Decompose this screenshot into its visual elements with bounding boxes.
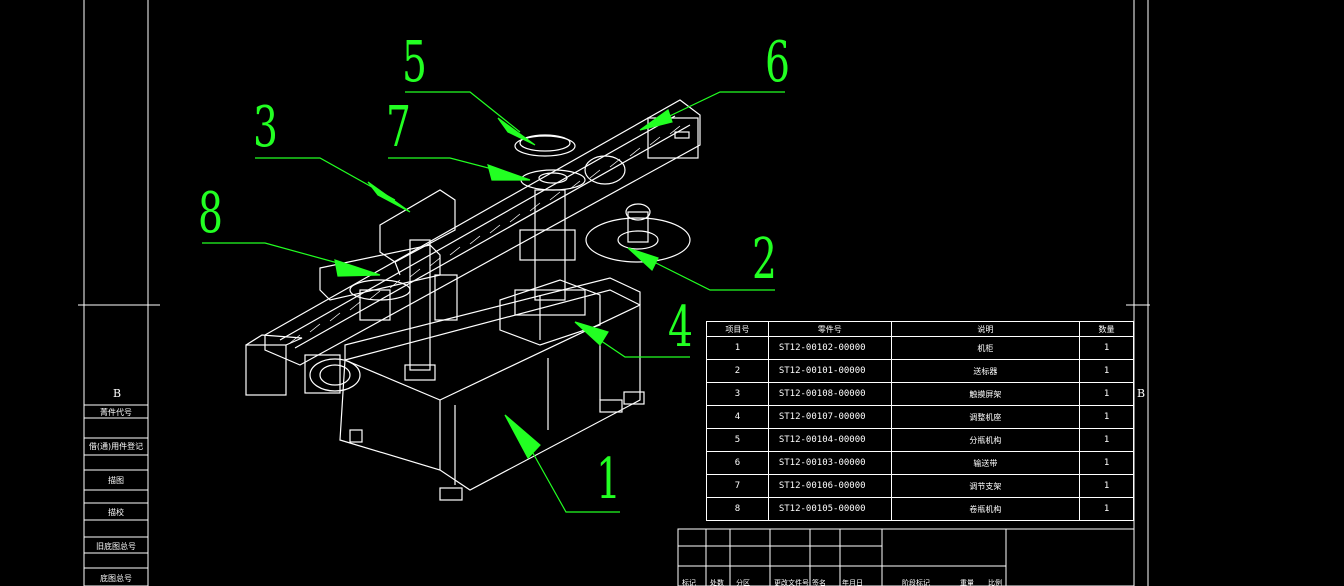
bom-qty: 1 — [1079, 474, 1134, 498]
side-label-3: 描校 — [108, 508, 124, 517]
bom-row: 5 ST12-00104-00000 分瓶机构 1 — [706, 428, 1134, 452]
callout-5: 5 — [402, 30, 427, 95]
arrowhead-3 — [367, 181, 411, 213]
bom-row: 2 ST12-00101-00000 送标器 1 — [706, 359, 1134, 383]
bom-item: 1 — [706, 336, 769, 360]
bom-qty: 1 — [1079, 497, 1134, 521]
bom-qty: 1 — [1079, 405, 1134, 429]
tb-date: 年月日 — [842, 579, 863, 586]
bom-qty: 1 — [1079, 359, 1134, 383]
bom-item: 3 — [706, 382, 769, 406]
tb-stage: 阶段标记 — [902, 579, 930, 586]
bom-desc: 机柜 — [890, 336, 1081, 360]
bom-desc: 触摸屏架 — [890, 382, 1081, 406]
bom-part: ST12-00106-00000 — [767, 474, 892, 498]
bom-qty: 1 — [1079, 428, 1134, 452]
callout-7: 7 — [386, 95, 411, 160]
bom-item: 2 — [706, 359, 769, 383]
bom-row: 8 ST12-00105-00000 卷瓶机构 1 — [706, 497, 1134, 521]
bom-desc: 调整机座 — [890, 405, 1081, 429]
bom-row: 4 ST12-00107-00000 调整机座 1 — [706, 405, 1134, 429]
bom-item: 5 — [706, 428, 769, 452]
callout-2: 2 — [752, 227, 777, 292]
drawing-frame — [78, 0, 1150, 586]
arrowhead-8 — [334, 259, 381, 277]
side-label-2: 描图 — [108, 476, 124, 485]
bom-row: 6 ST12-00103-00000 输送带 1 — [706, 451, 1134, 475]
side-label-1: 借(通)用件登记 — [88, 442, 144, 451]
conveyor — [264, 99, 701, 366]
machine-drawing — [245, 99, 701, 501]
bom-row: 7 ST12-00106-00000 调节支架 1 — [706, 474, 1134, 498]
bom-row: 1 ST12-00102-00000 机柜 1 — [706, 336, 1134, 360]
bom-header-row: 项目号 零件号 说明 数量 — [706, 321, 1134, 337]
adjust-base — [499, 279, 601, 346]
cabinet — [339, 289, 641, 491]
arrowhead-4 — [574, 321, 609, 346]
leader-6 — [654, 91, 785, 124]
callout-6: 6 — [765, 30, 790, 95]
zone-letter-left: B — [113, 387, 122, 400]
touch-screen — [379, 189, 456, 263]
rolling-mechanism — [319, 244, 441, 301]
bom-desc: 调节支架 — [890, 474, 1081, 498]
bom-desc: 输送带 — [890, 451, 1081, 475]
callout-3: 3 — [253, 95, 278, 160]
side-label-5: 底图总号 — [100, 574, 132, 583]
bom-item: 8 — [706, 497, 769, 521]
label-reel — [585, 217, 691, 263]
bom-header-desc: 说明 — [890, 321, 1081, 337]
leader-8 — [202, 242, 346, 266]
callout-8: 8 — [198, 181, 223, 246]
callout-leaders — [202, 91, 785, 513]
tb-count: 处数 — [710, 579, 724, 586]
bom-qty: 1 — [1079, 382, 1134, 406]
leader-1 — [519, 429, 620, 513]
bom-part: ST12-00108-00000 — [767, 382, 892, 406]
zone-letter-right: B — [1137, 387, 1146, 400]
leader-3 — [255, 157, 396, 201]
callout-4: 4 — [668, 295, 693, 360]
bom-part: ST12-00103-00000 — [767, 451, 892, 475]
bom-table: 项目号 零件号 说明 数量 1 ST12-00102-00000 机柜 1 2 … — [706, 321, 1134, 521]
bom-header-item: 项目号 — [706, 321, 769, 337]
title-block — [677, 528, 1135, 586]
bom-qty: 1 — [1079, 451, 1134, 475]
tb-weight: 重量 — [960, 579, 974, 586]
bom-row: 3 ST12-00108-00000 触摸屏架 1 — [706, 382, 1134, 406]
tb-mark: 标记 — [682, 579, 696, 586]
arrowhead-2 — [627, 247, 659, 271]
bom-part: ST12-00101-00000 — [767, 359, 892, 383]
bom-header-part: 零件号 — [767, 321, 892, 337]
bom-desc: 分瓶机构 — [890, 428, 1081, 452]
side-label-4: 旧底图总号 — [96, 542, 136, 551]
bom-part: ST12-00104-00000 — [767, 428, 892, 452]
motor — [309, 358, 361, 392]
arrowhead-1 — [504, 414, 541, 460]
bom-item: 7 — [706, 474, 769, 498]
arrowhead-5 — [497, 117, 536, 146]
tb-zone: 分区 — [736, 579, 750, 586]
bom-header-qty: 数量 — [1079, 321, 1134, 337]
divider-wheel — [514, 135, 576, 157]
bom-qty: 1 — [1079, 336, 1134, 360]
tb-signature: 签名 — [812, 579, 826, 586]
leader-5 — [405, 91, 521, 133]
arrowhead-6 — [639, 109, 673, 131]
tb-change-doc: 更改文件号 — [774, 579, 809, 586]
arrowhead-7 — [487, 164, 531, 181]
bom-item: 4 — [706, 405, 769, 429]
side-label-0: 菁件代号 — [100, 408, 132, 417]
tb-scale: 比例 — [988, 579, 1002, 586]
bom-desc: 送标器 — [890, 359, 1081, 383]
bom-part: ST12-00105-00000 — [767, 497, 892, 521]
bom-part: ST12-00102-00000 — [767, 336, 892, 360]
bom-part: ST12-00107-00000 — [767, 405, 892, 429]
bom-desc: 卷瓶机构 — [890, 497, 1081, 521]
leader-2 — [639, 254, 775, 291]
callout-1: 1 — [596, 447, 621, 512]
title-block-labels: 标记 处数 分区 更改文件号 签名 年月日 阶段标记 重量 比例 — [680, 578, 1120, 586]
bom-item: 6 — [706, 451, 769, 475]
